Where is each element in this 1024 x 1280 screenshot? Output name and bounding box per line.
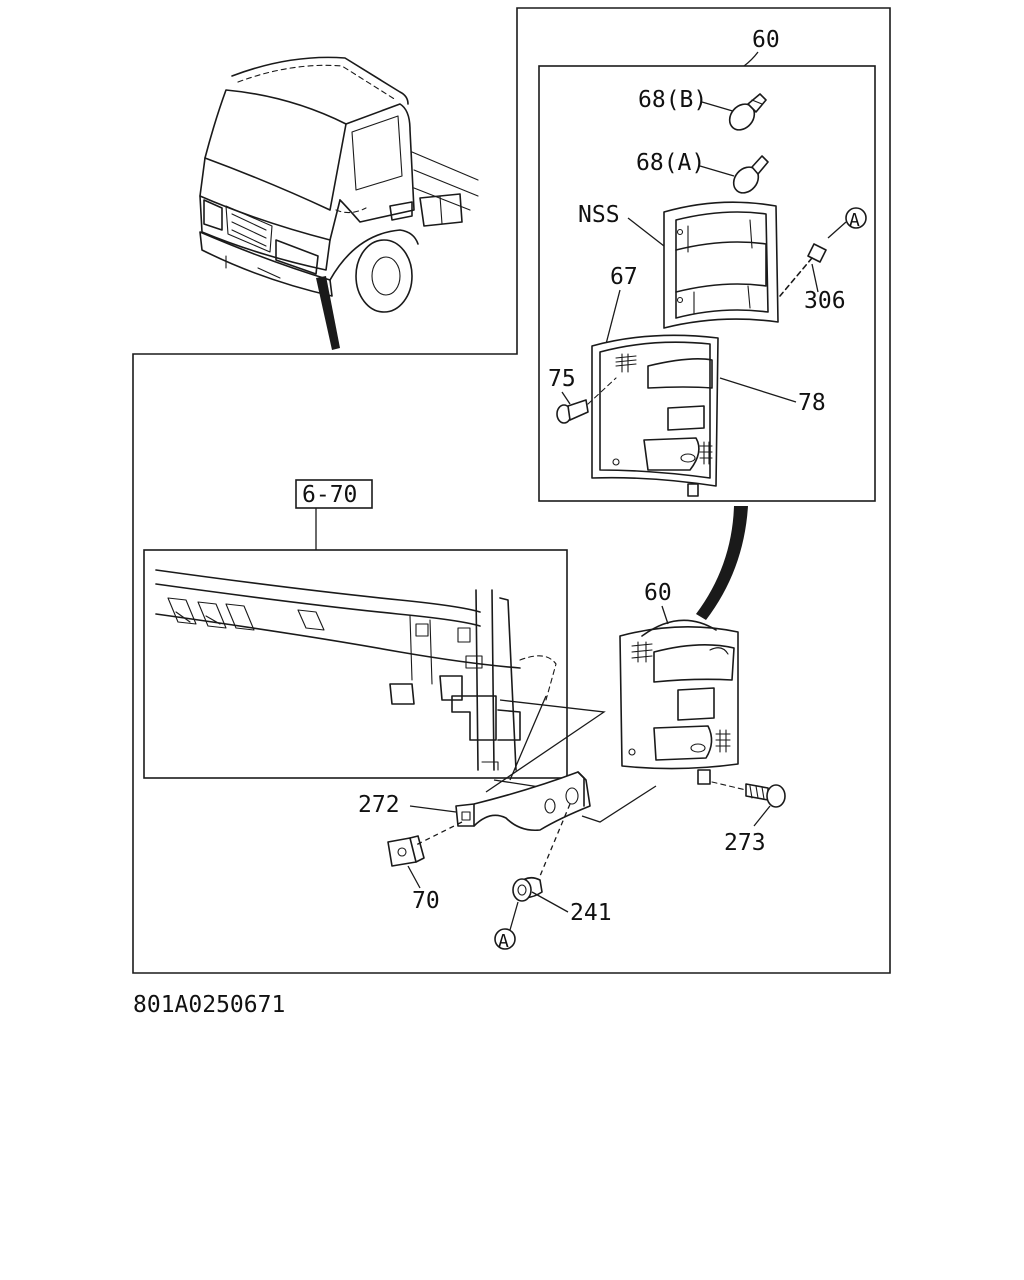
lens-78 bbox=[591, 334, 719, 497]
label-nss: NSS bbox=[578, 202, 620, 228]
callout-arrow bbox=[696, 506, 748, 620]
label-241: 241 bbox=[570, 900, 612, 926]
lamp-housing-nss bbox=[663, 201, 779, 329]
drawing-number: 801A0250671 bbox=[133, 992, 285, 1018]
label-70: 70 bbox=[412, 888, 440, 914]
lamp-assembly bbox=[619, 619, 739, 785]
label-75: 75 bbox=[548, 366, 576, 392]
ref-a-top: A bbox=[845, 207, 867, 231]
bulb-68a bbox=[732, 155, 769, 194]
label-272: 272 bbox=[358, 792, 400, 818]
label-reference: 6-70 bbox=[302, 482, 357, 508]
truck-illustration bbox=[199, 56, 479, 350]
svg-text:A: A bbox=[849, 210, 860, 231]
reference-box bbox=[295, 479, 373, 509]
bolt-273 bbox=[711, 781, 786, 808]
label-60-lamp: 60 bbox=[644, 580, 672, 606]
bracket-272 bbox=[455, 771, 591, 832]
label-68a: 68(A) bbox=[636, 150, 705, 176]
label-78: 78 bbox=[798, 390, 826, 416]
screw-306 bbox=[779, 243, 827, 297]
grommet-241 bbox=[512, 876, 543, 902]
label-306: 306 bbox=[804, 288, 846, 314]
exploded-view-box bbox=[538, 65, 876, 502]
chassis-detail bbox=[155, 569, 557, 771]
screw-75 bbox=[556, 377, 617, 424]
bulb-68b bbox=[728, 93, 767, 131]
outer-frame bbox=[132, 7, 891, 974]
nut-70 bbox=[387, 835, 425, 867]
label-68b: 68(B) bbox=[638, 87, 707, 113]
chassis-detail-box bbox=[143, 549, 568, 779]
label-273: 273 bbox=[724, 830, 766, 856]
ref-a-bottom: A bbox=[494, 928, 516, 952]
svg-text:A: A bbox=[498, 931, 509, 952]
label-60-top: 60 bbox=[752, 27, 780, 53]
label-67: 67 bbox=[610, 264, 638, 290]
